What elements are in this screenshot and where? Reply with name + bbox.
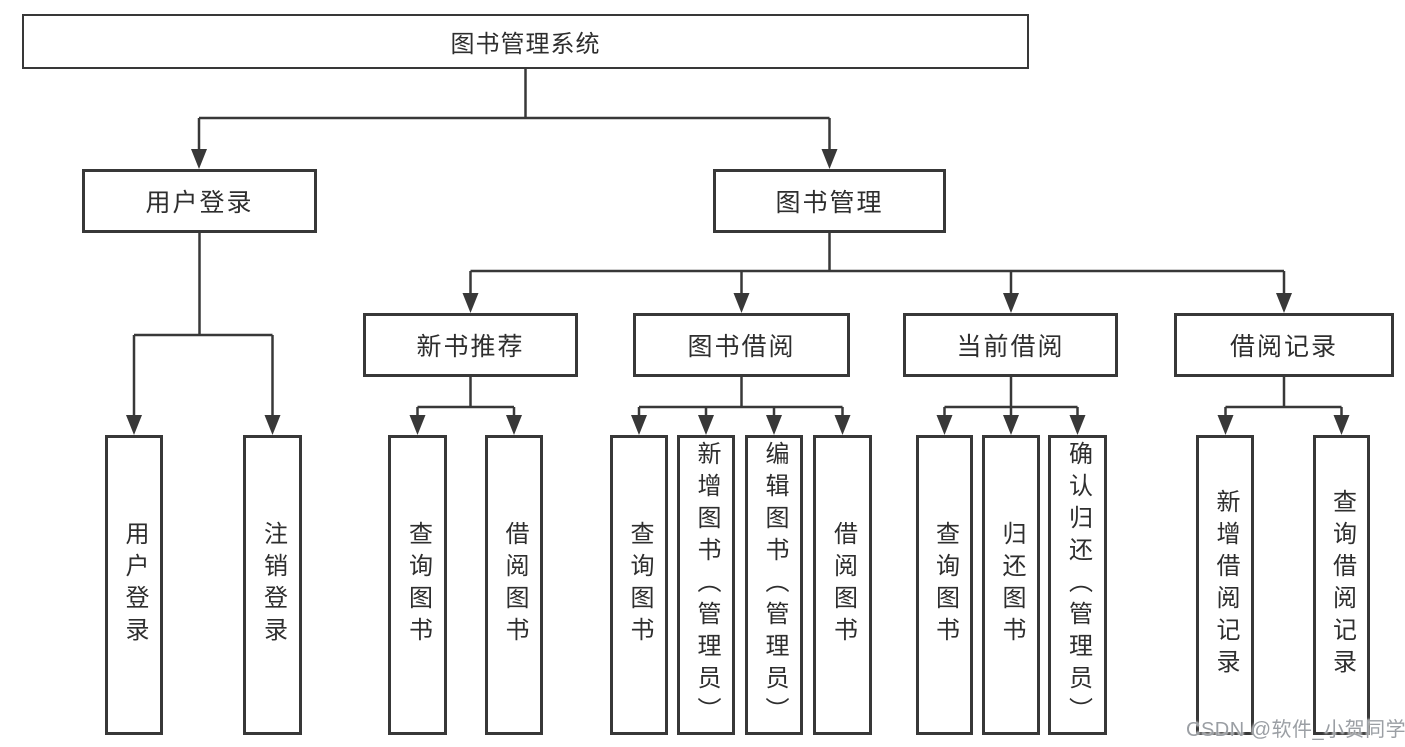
node-label-leaf-bb-borrow-books: 借阅图书	[829, 521, 857, 649]
node-leaf-bb-edit-books: 编辑图书（管理员）	[745, 435, 803, 735]
arrowhead-icon	[733, 293, 750, 313]
node-label-current-borrowing: 当前借阅	[956, 333, 1065, 361]
node-label-leaf-cb-return-books: 归还图书	[998, 521, 1025, 649]
arrowhead-icon	[126, 415, 142, 435]
arrowhead-icon	[1003, 415, 1019, 435]
node-label-leaf-cb-confirm-return: 确认归还（管理员）	[1064, 441, 1092, 729]
node-borrow-records: 借阅记录	[1174, 313, 1394, 377]
arrowhead-icon	[1069, 415, 1086, 435]
node-label-book-borrowing: 图书借阅	[687, 333, 796, 361]
arrowhead-icon	[191, 149, 207, 169]
node-leaf-br-add-record: 新增借阅记录	[1196, 435, 1254, 735]
node-leaf-cb-return-books: 归还图书	[982, 435, 1040, 735]
node-leaf-br-query-record: 查询借阅记录	[1313, 435, 1370, 735]
node-label-leaf-nb-borrow-books: 借阅图书	[501, 521, 528, 649]
node-leaf-nb-query-books: 查询图书	[388, 435, 447, 735]
node-label-leaf-br-query-record: 查询借阅记录	[1328, 489, 1356, 681]
node-user-login: 用户登录	[82, 169, 317, 233]
node-label-root: 图书管理系统	[450, 31, 601, 58]
node-root: 图书管理系统	[22, 14, 1029, 69]
arrowhead-icon	[766, 415, 782, 435]
watermark: CSDN @软件_小贺同学	[1186, 719, 1405, 741]
arrowhead-icon	[1276, 293, 1292, 313]
node-label-leaf-bb-add-books: 新增图书（管理员）	[693, 441, 720, 729]
arrowhead-icon	[462, 293, 479, 313]
node-leaf-bb-query-books: 查询图书	[610, 435, 668, 735]
node-leaf-nb-borrow-books: 借阅图书	[485, 435, 543, 735]
node-book-borrowing: 图书借阅	[633, 313, 850, 377]
node-label-borrow-records: 借阅记录	[1229, 333, 1338, 361]
node-leaf-bb-add-books: 新增图书（管理员）	[677, 435, 735, 735]
node-leaf-bb-borrow-books: 借阅图书	[813, 435, 872, 735]
node-leaf-cb-confirm-return: 确认归还（管理员）	[1048, 435, 1107, 735]
node-label-new-book-recommend: 新书推荐	[416, 333, 525, 361]
arrowhead-icon	[698, 415, 714, 435]
arrowhead-icon	[1333, 415, 1350, 435]
arrowhead-icon	[834, 415, 851, 435]
node-label-leaf-logout: 注销登录	[259, 521, 287, 649]
node-book-management: 图书管理	[713, 169, 946, 233]
arrowhead-icon	[506, 415, 522, 435]
arrowhead-icon	[1217, 415, 1234, 435]
node-new-book-recommend: 新书推荐	[363, 313, 578, 377]
node-label-leaf-br-add-record: 新增借阅记录	[1212, 489, 1239, 681]
arrowhead-icon	[821, 149, 838, 169]
node-leaf-cb-query-books: 查询图书	[916, 435, 973, 735]
arrowhead-icon	[631, 415, 647, 435]
node-current-borrowing: 当前借阅	[903, 313, 1118, 377]
node-label-leaf-user-login: 用户登录	[121, 521, 148, 649]
arrowhead-icon	[936, 415, 953, 435]
node-label-user-login: 用户登录	[145, 189, 254, 217]
arrowhead-icon	[264, 415, 281, 435]
node-leaf-logout: 注销登录	[243, 435, 302, 735]
node-leaf-user-login: 用户登录	[105, 435, 163, 735]
arrowhead-icon	[1003, 293, 1019, 313]
node-label-leaf-bb-edit-books: 编辑图书（管理员）	[761, 441, 788, 729]
arrowhead-icon	[409, 415, 426, 435]
node-label-leaf-nb-query-books: 查询图书	[404, 521, 432, 649]
node-label-book-management: 图书管理	[775, 189, 884, 217]
node-label-leaf-bb-query-books: 查询图书	[626, 521, 653, 649]
node-label-leaf-cb-query-books: 查询图书	[931, 521, 959, 649]
